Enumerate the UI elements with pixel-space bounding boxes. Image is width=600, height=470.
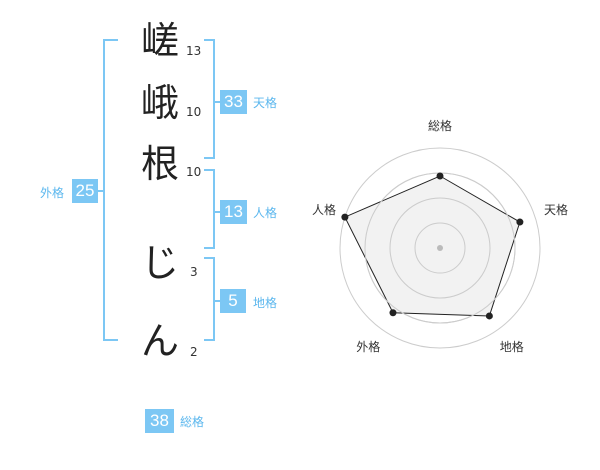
gaikaku-badge: 25 bbox=[72, 179, 98, 203]
tenkaku-label: 天格 bbox=[253, 96, 278, 110]
jinkaku-label: 人格 bbox=[253, 206, 278, 220]
radar-point-4 bbox=[389, 309, 397, 317]
radar-ring-inner bbox=[414, 222, 466, 274]
radar-ring bbox=[339, 147, 541, 349]
tenkaku-badge: 33 bbox=[220, 90, 247, 114]
radar-point-3 bbox=[485, 312, 493, 320]
jinkaku-badge: 13 bbox=[220, 200, 247, 224]
radar-point-2 bbox=[516, 218, 524, 226]
chikaku-label: 地格 bbox=[253, 296, 278, 310]
radar-axis-label-4: 外格 bbox=[356, 339, 381, 354]
radar-center-dot bbox=[437, 245, 443, 251]
name-char-2: 峨 bbox=[140, 81, 179, 125]
name-char-3: 根 bbox=[140, 142, 179, 186]
radar-axis-label-1: 総格 bbox=[428, 119, 453, 133]
name-char-1: 嵯 bbox=[140, 19, 179, 63]
jinkaku-bracket bbox=[204, 169, 215, 249]
radar-point-5 bbox=[341, 213, 349, 221]
name-char-4: じ bbox=[140, 241, 179, 285]
stroke-count-4: 3 bbox=[190, 265, 198, 279]
radar-axis-label-2: 天格 bbox=[544, 203, 569, 218]
tenkaku-bracket bbox=[204, 39, 215, 159]
stroke-count-5: 2 bbox=[190, 345, 198, 359]
gaikaku-label: 外格 bbox=[40, 186, 65, 200]
chikaku-badge: 5 bbox=[220, 289, 246, 313]
chikaku-bracket bbox=[204, 257, 215, 341]
radar-axis-label-3: 地格 bbox=[499, 339, 524, 354]
stroke-count-1: 13 bbox=[186, 44, 202, 58]
radar-axis-label-5: 人格 bbox=[311, 203, 336, 218]
soukaku-label: 総格 bbox=[180, 415, 205, 429]
name-char-5: ん bbox=[140, 319, 179, 363]
radar-ring-inner bbox=[389, 197, 491, 299]
radar-point-1 bbox=[436, 172, 444, 180]
stroke-count-2: 10 bbox=[186, 105, 202, 119]
soukaku-badge: 38 bbox=[145, 409, 174, 433]
stroke-count-3: 10 bbox=[186, 165, 202, 179]
radar-polygon bbox=[344, 175, 521, 317]
